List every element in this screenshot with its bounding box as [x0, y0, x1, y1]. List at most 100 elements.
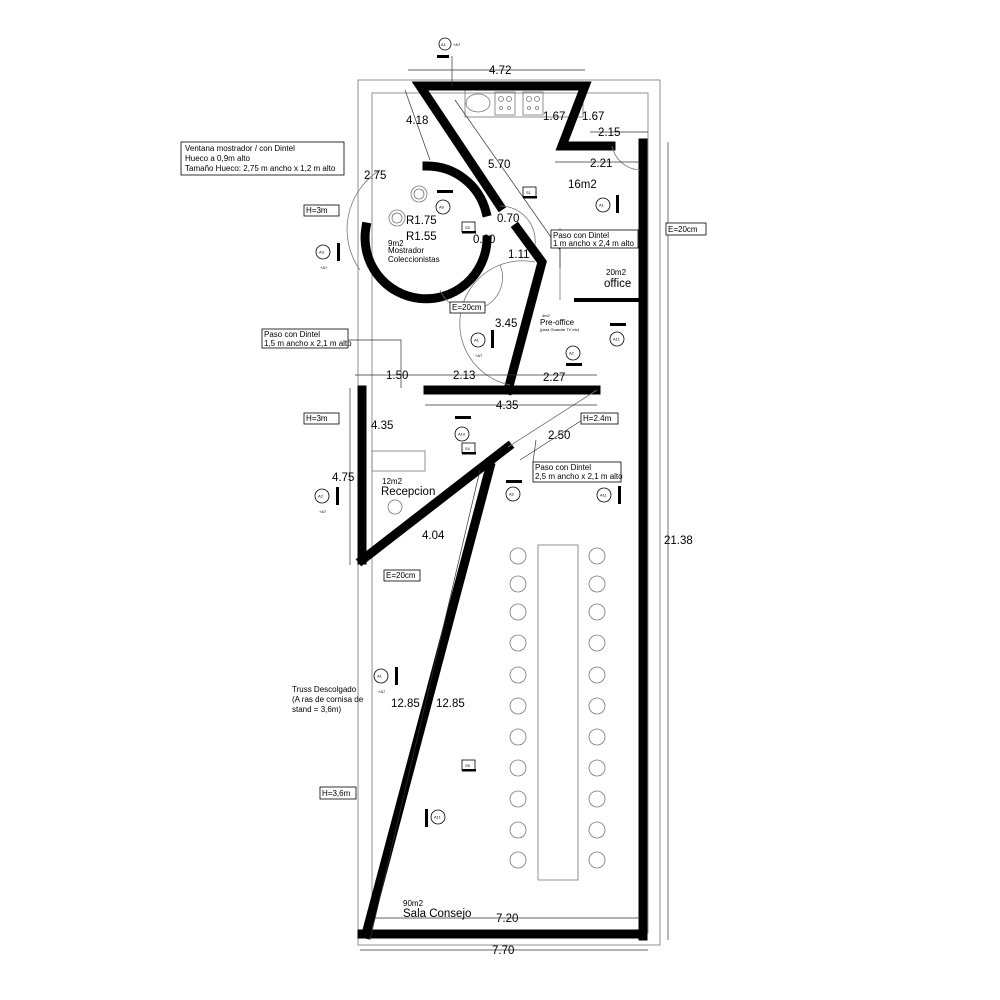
chair-icon [509, 759, 527, 777]
svg-text:2.15: 2.15 [598, 127, 620, 139]
chairs [509, 547, 606, 869]
svg-text:2.27: 2.27 [543, 372, 565, 384]
svg-text:20m2: 20m2 [606, 268, 627, 277]
svg-text:(para Guardar TV etc): (para Guardar TV etc) [540, 327, 580, 332]
chair-icon [588, 547, 606, 565]
section-cut-icon [425, 809, 428, 827]
reception-desk [371, 450, 426, 472]
chair-icon [588, 821, 606, 839]
svg-text:office: office [604, 278, 631, 290]
svg-text:3.45: 3.45 [495, 318, 517, 330]
section-cut-icon [566, 363, 582, 366]
svg-text:A3: A3 [319, 250, 325, 255]
note-paso-25m: Paso con Dintel 2,5 m ancho x 2,1 m alto [532, 439, 623, 483]
section-cut-icon [337, 243, 340, 261]
plant-icon [387, 499, 403, 515]
svg-text:0.60: 0.60 [473, 234, 495, 246]
section-tags: S1 S3 S4 S5 [461, 186, 537, 772]
chair-icon [588, 666, 606, 684]
height-labels: H=3m H=3m H=2.4m H=3,6m E=20cm E=20cm E=… [303, 204, 707, 800]
svg-text:A11: A11 [434, 815, 442, 820]
svg-text:12.85: 12.85 [436, 698, 465, 710]
stove-icon [494, 91, 516, 116]
svg-text:1 m ancho x 2,4 m alto: 1 m ancho x 2,4 m alto [553, 239, 634, 248]
svg-text:2.21: 2.21 [590, 158, 612, 170]
council-table [509, 544, 606, 881]
svg-text:4.18: 4.18 [406, 115, 428, 127]
marker-a11-low: A11 [425, 809, 446, 827]
chair-icon [588, 759, 606, 777]
dimension-labels: 4.72 4.18 1.67 1.67 2.15 5.70 2.21 2.75 … [332, 65, 693, 957]
svg-text:1.67: 1.67 [543, 111, 565, 123]
display-stands [388, 185, 428, 227]
svg-text:7.20: 7.20 [496, 913, 518, 925]
chair-icon [588, 634, 606, 652]
marker-a1-top: A1 +A7 [437, 37, 461, 87]
svg-text:A1: A1 [599, 203, 605, 208]
marker-a2-mid: A2 [505, 480, 522, 502]
chair-icon [509, 728, 527, 746]
chair-icon [509, 790, 527, 808]
stove-icon [522, 91, 544, 116]
section-cut-icon [506, 480, 522, 483]
marker-a1-low: A1+A7 [373, 667, 398, 694]
svg-text:stand = 3,6m): stand = 3,6m) [292, 705, 341, 714]
svg-text:(A ras de cornisa de: (A ras de cornisa de [292, 695, 364, 704]
svg-text:H=2.4m: H=2.4m [583, 414, 612, 423]
svg-text:4.72: 4.72 [489, 65, 511, 77]
chair-icon [509, 666, 527, 684]
svg-text:9m2: 9m2 [388, 239, 404, 248]
chair-icon [509, 603, 527, 621]
svg-text:R1.55: R1.55 [406, 231, 437, 243]
dimension-lines [349, 69, 669, 951]
marker-a10: A10 [454, 416, 471, 442]
svg-text:A1: A1 [474, 338, 480, 343]
svg-text:Paso con Dintel: Paso con Dintel [264, 330, 320, 339]
svg-text:Paso con Dintel: Paso con Dintel [535, 463, 591, 472]
svg-text:S3: S3 [465, 225, 471, 230]
svg-text:Tamaño Hueco: 2,75 m ancho x 1: Tamaño Hueco: 2,75 m ancho x 1,2 m alto [185, 164, 336, 173]
chair-icon [588, 851, 606, 869]
svg-text:E=20cm: E=20cm [386, 571, 416, 580]
marker-a3: A3 +A7 [315, 243, 340, 270]
chair-icon [509, 697, 527, 715]
marker-a1-mid: A1 +A7 [470, 330, 494, 358]
svg-text:E=20cm: E=20cm [668, 225, 698, 234]
svg-text:H=3,6m: H=3,6m [322, 789, 351, 798]
marker-a2-pre: A2 [565, 345, 582, 366]
svg-text:S4: S4 [465, 446, 471, 451]
svg-text:5.70: 5.70 [488, 159, 510, 171]
section-cut-icon [437, 190, 453, 193]
chair-icon [509, 575, 527, 593]
svg-text:Mostrador: Mostrador [388, 246, 424, 255]
marker-a11-office: A11 [609, 323, 626, 347]
note-paso-1m: Paso con Dintel 1 m ancho x 2,4 m alto [550, 229, 639, 268]
svg-text:1.50: 1.50 [386, 370, 408, 382]
chair-icon [588, 575, 606, 593]
svg-text:A11: A11 [600, 493, 608, 498]
svg-text:2.13: 2.13 [453, 370, 475, 382]
section-cut-icon [395, 667, 398, 685]
svg-text:Pre-office: Pre-office [540, 318, 575, 327]
svg-text:21.38: 21.38 [664, 535, 693, 547]
svg-text:A11: A11 [613, 337, 621, 342]
marker-a9: A9 [435, 190, 453, 215]
svg-text:Recepcion: Recepcion [381, 486, 435, 498]
svg-text:H=3m: H=3m [306, 414, 328, 423]
section-cut-icon [491, 330, 494, 348]
svg-text:Ventana mostrador / con Dintel: Ventana mostrador / con Dintel [185, 144, 295, 153]
svg-text:+A7: +A7 [320, 265, 328, 270]
svg-text:R1.75: R1.75 [406, 215, 437, 227]
svg-text:90m2: 90m2 [403, 899, 424, 908]
svg-text:S5: S5 [465, 763, 471, 768]
section-cut-icon [616, 195, 619, 213]
sink-icon [465, 93, 491, 113]
svg-text:+A7: +A7 [475, 353, 483, 358]
walls [355, 81, 648, 941]
svg-text:4.75: 4.75 [332, 472, 354, 484]
svg-text:2.75: 2.75 [364, 170, 386, 182]
section-cut-icon [455, 416, 471, 419]
section-cut-icon [618, 486, 621, 504]
